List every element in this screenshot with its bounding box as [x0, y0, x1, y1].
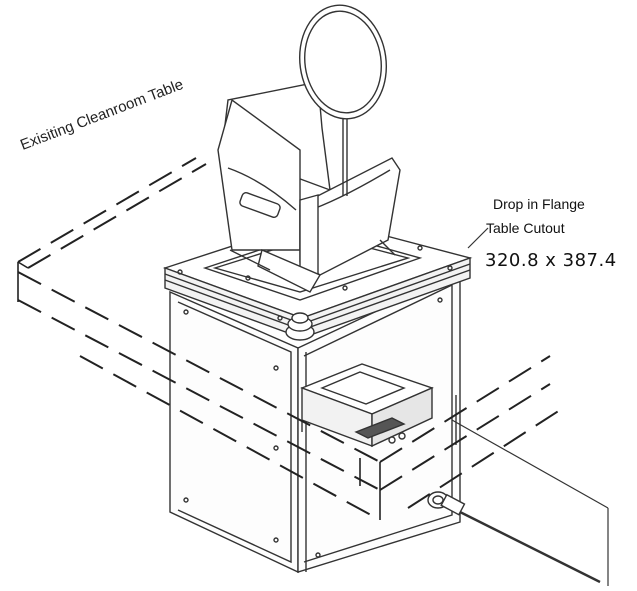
- table-edge: [28, 164, 206, 268]
- screw: [343, 286, 347, 290]
- mirror-disc: [292, 0, 393, 124]
- controller-port-icon: [389, 437, 395, 443]
- table-edge: [18, 158, 196, 262]
- hopper-handle: [239, 192, 281, 219]
- screw: [274, 366, 278, 370]
- table-end: [18, 262, 380, 520]
- cabinet-body: [170, 272, 460, 572]
- controller-button-strip: [356, 418, 404, 438]
- mirror: [292, 0, 393, 196]
- table-edge: [380, 384, 550, 490]
- flange-layer-line: [302, 270, 470, 330]
- cleanroom-table-outline: [18, 158, 560, 520]
- callout-leader: [468, 228, 488, 248]
- cutout-dimensions: 320.8 x 387.4: [485, 250, 617, 271]
- screw: [418, 246, 422, 250]
- flange-label-line2: Table Cutout: [486, 220, 565, 236]
- table-edge: [408, 410, 560, 508]
- flange-layer-line: [165, 280, 302, 330]
- table-edge: [80, 356, 380, 520]
- power-cable: [428, 395, 608, 586]
- screw: [184, 310, 188, 314]
- table-edge: [380, 356, 550, 462]
- table-edge: [18, 272, 380, 462]
- knob: [286, 313, 314, 340]
- controller-box: [302, 364, 432, 446]
- hopper-left-curve: [228, 168, 296, 210]
- controller-display: [322, 372, 404, 404]
- cable-plug: [441, 495, 464, 515]
- screw: [178, 270, 182, 274]
- table-edge: [18, 300, 380, 490]
- controller-port-icon: [399, 433, 405, 439]
- screw: [274, 538, 278, 542]
- hopper-spout: [258, 250, 320, 292]
- screw: [316, 553, 320, 557]
- screw: [448, 266, 452, 270]
- screw: [246, 276, 250, 280]
- cabinet-left-panel-edge: [178, 302, 291, 562]
- flange-layer-line: [302, 264, 470, 324]
- screw: [438, 298, 442, 302]
- hopper-front-lip: [300, 195, 318, 275]
- screw: [278, 316, 282, 320]
- screw: [184, 498, 188, 502]
- cable-line: [460, 512, 600, 582]
- cabinet-left-face: [170, 292, 298, 572]
- flange-label-line1: Drop in Flange: [493, 196, 585, 212]
- cabinet-right-panel-edge: [304, 285, 452, 562]
- hopper: [218, 82, 400, 292]
- screw: [274, 446, 278, 450]
- mirror-disc-inner: [298, 6, 387, 118]
